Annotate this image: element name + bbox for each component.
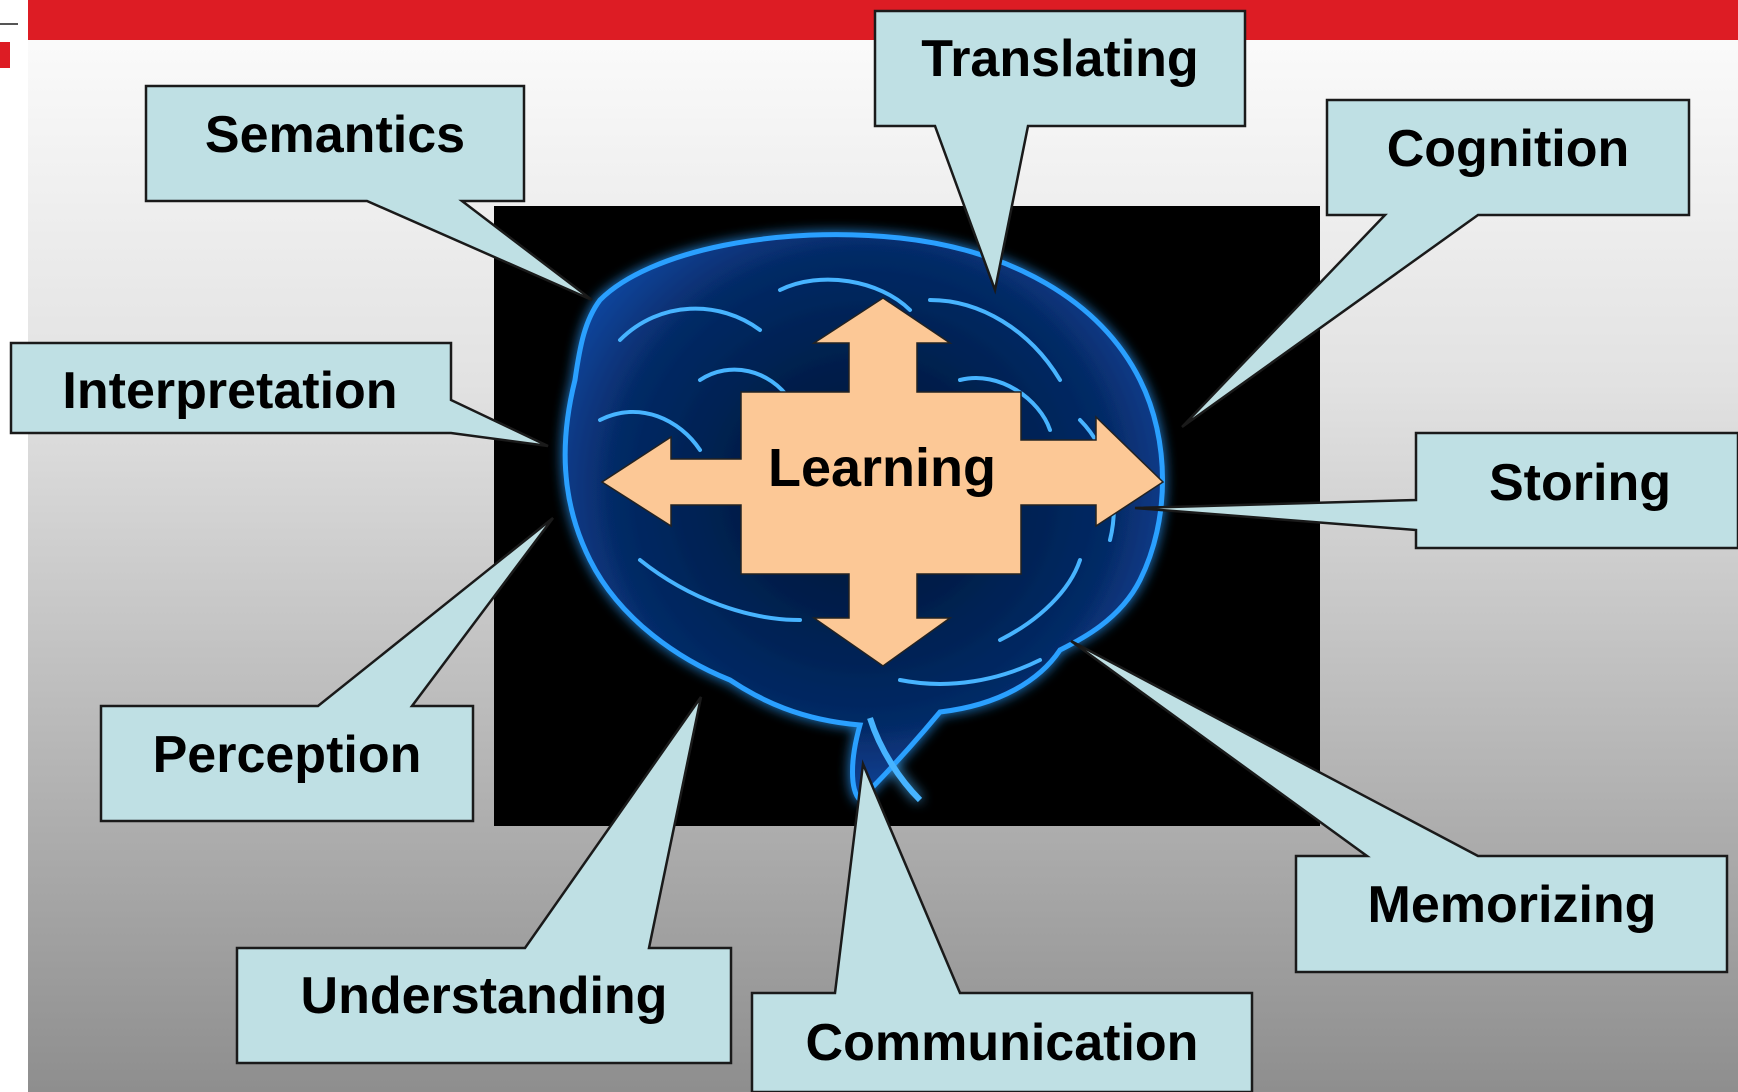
- callout-semantics-label: Semantics: [205, 106, 465, 164]
- callout-interpretation-label: Interpretation: [62, 362, 397, 420]
- callout-translating-label: Translating: [921, 30, 1198, 88]
- callout-cognition: Cognition: [1181, 98, 1691, 429]
- callout-perception-label: Perception: [153, 726, 422, 784]
- callout-translating: Translating: [873, 9, 1247, 295]
- callout-storing: Storing: [1134, 431, 1738, 550]
- callout-storing-label: Storing: [1489, 454, 1671, 512]
- callout-perception: Perception: [99, 517, 554, 823]
- callout-communication-label: Communication: [806, 1014, 1199, 1072]
- callout-understanding-label: Understanding: [301, 967, 668, 1025]
- logo-fragment: [0, 42, 10, 68]
- callout-memorizing-label: Memorizing: [1368, 876, 1657, 934]
- callout-cognition-label: Cognition: [1387, 120, 1630, 178]
- four-way-arrow-icon: [600, 297, 1165, 667]
- callout-memorizing: Memorizing: [1070, 639, 1729, 974]
- center-label: Learning: [768, 438, 996, 498]
- callout-semantics: Semantics: [144, 84, 593, 302]
- callout-communication: Communication: [750, 759, 1254, 1092]
- callout-interpretation: Interpretation: [9, 341, 549, 448]
- callout-understanding: Understanding: [235, 696, 733, 1065]
- left-edge-strip: [0, 0, 28, 1092]
